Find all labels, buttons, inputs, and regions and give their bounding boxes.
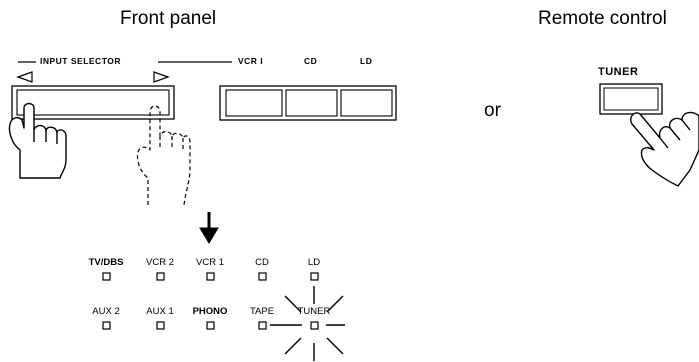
indicator-label-phono: PHONO xyxy=(192,306,228,317)
indicator-label-tape: TAPE xyxy=(249,306,275,317)
indicator-label-vcr2: VCR 2 xyxy=(146,257,174,268)
indicator-label-ld: LD xyxy=(307,257,321,268)
indicator-row-1 xyxy=(102,272,319,281)
indicator-tuner xyxy=(310,321,319,330)
indicator-ld xyxy=(310,272,319,281)
remote-pressing-hand-icon xyxy=(630,111,699,187)
indicator-tape xyxy=(258,321,267,330)
indicator-tv-dbs xyxy=(102,272,111,281)
input-selector-button xyxy=(11,85,175,120)
remote-tuner-button xyxy=(599,83,663,115)
lit-indicator-rays xyxy=(270,286,345,361)
cd-button xyxy=(285,89,338,117)
indicator-aux1 xyxy=(156,321,165,330)
cd-button-label: CD xyxy=(304,56,318,66)
left-arrow-icon xyxy=(16,71,33,83)
indicator-label-tuner: TUNER xyxy=(297,306,331,317)
indicator-aux2 xyxy=(102,321,111,330)
indicator-label-cd: CD xyxy=(255,257,269,268)
indicator-vcr2 xyxy=(156,272,165,281)
remote-control-title: Remote control xyxy=(538,8,667,29)
pressing-hand-icon xyxy=(8,102,67,179)
indicator-label-tv-dbs: TV/DBS xyxy=(88,257,124,268)
dashed-hand-icon xyxy=(136,105,191,206)
indicator-label-aux1: AUX 1 xyxy=(146,306,174,317)
front-panel-title: Front panel xyxy=(120,8,217,29)
down-arrow-icon xyxy=(199,212,219,244)
indicator-row-2 xyxy=(102,321,319,330)
source-buttons xyxy=(219,85,397,121)
ld-button-label: LD xyxy=(360,56,373,66)
indicator-label-vcr1: VCR 1 xyxy=(196,257,224,268)
indicator-vcr1 xyxy=(206,272,215,281)
input-selector-label: INPUT SELECTOR xyxy=(40,56,121,66)
indicator-phono xyxy=(206,321,215,330)
ld-button xyxy=(340,89,393,117)
or-connector: or xyxy=(484,100,501,121)
indicator-label-aux2: AUX 2 xyxy=(92,306,120,317)
remote-tuner-label: TUNER xyxy=(598,66,639,78)
vcr1-button xyxy=(225,89,283,117)
vcr1-button-label: VCR I xyxy=(238,56,264,66)
indicator-cd xyxy=(258,272,267,281)
right-arrow-icon xyxy=(153,71,170,83)
